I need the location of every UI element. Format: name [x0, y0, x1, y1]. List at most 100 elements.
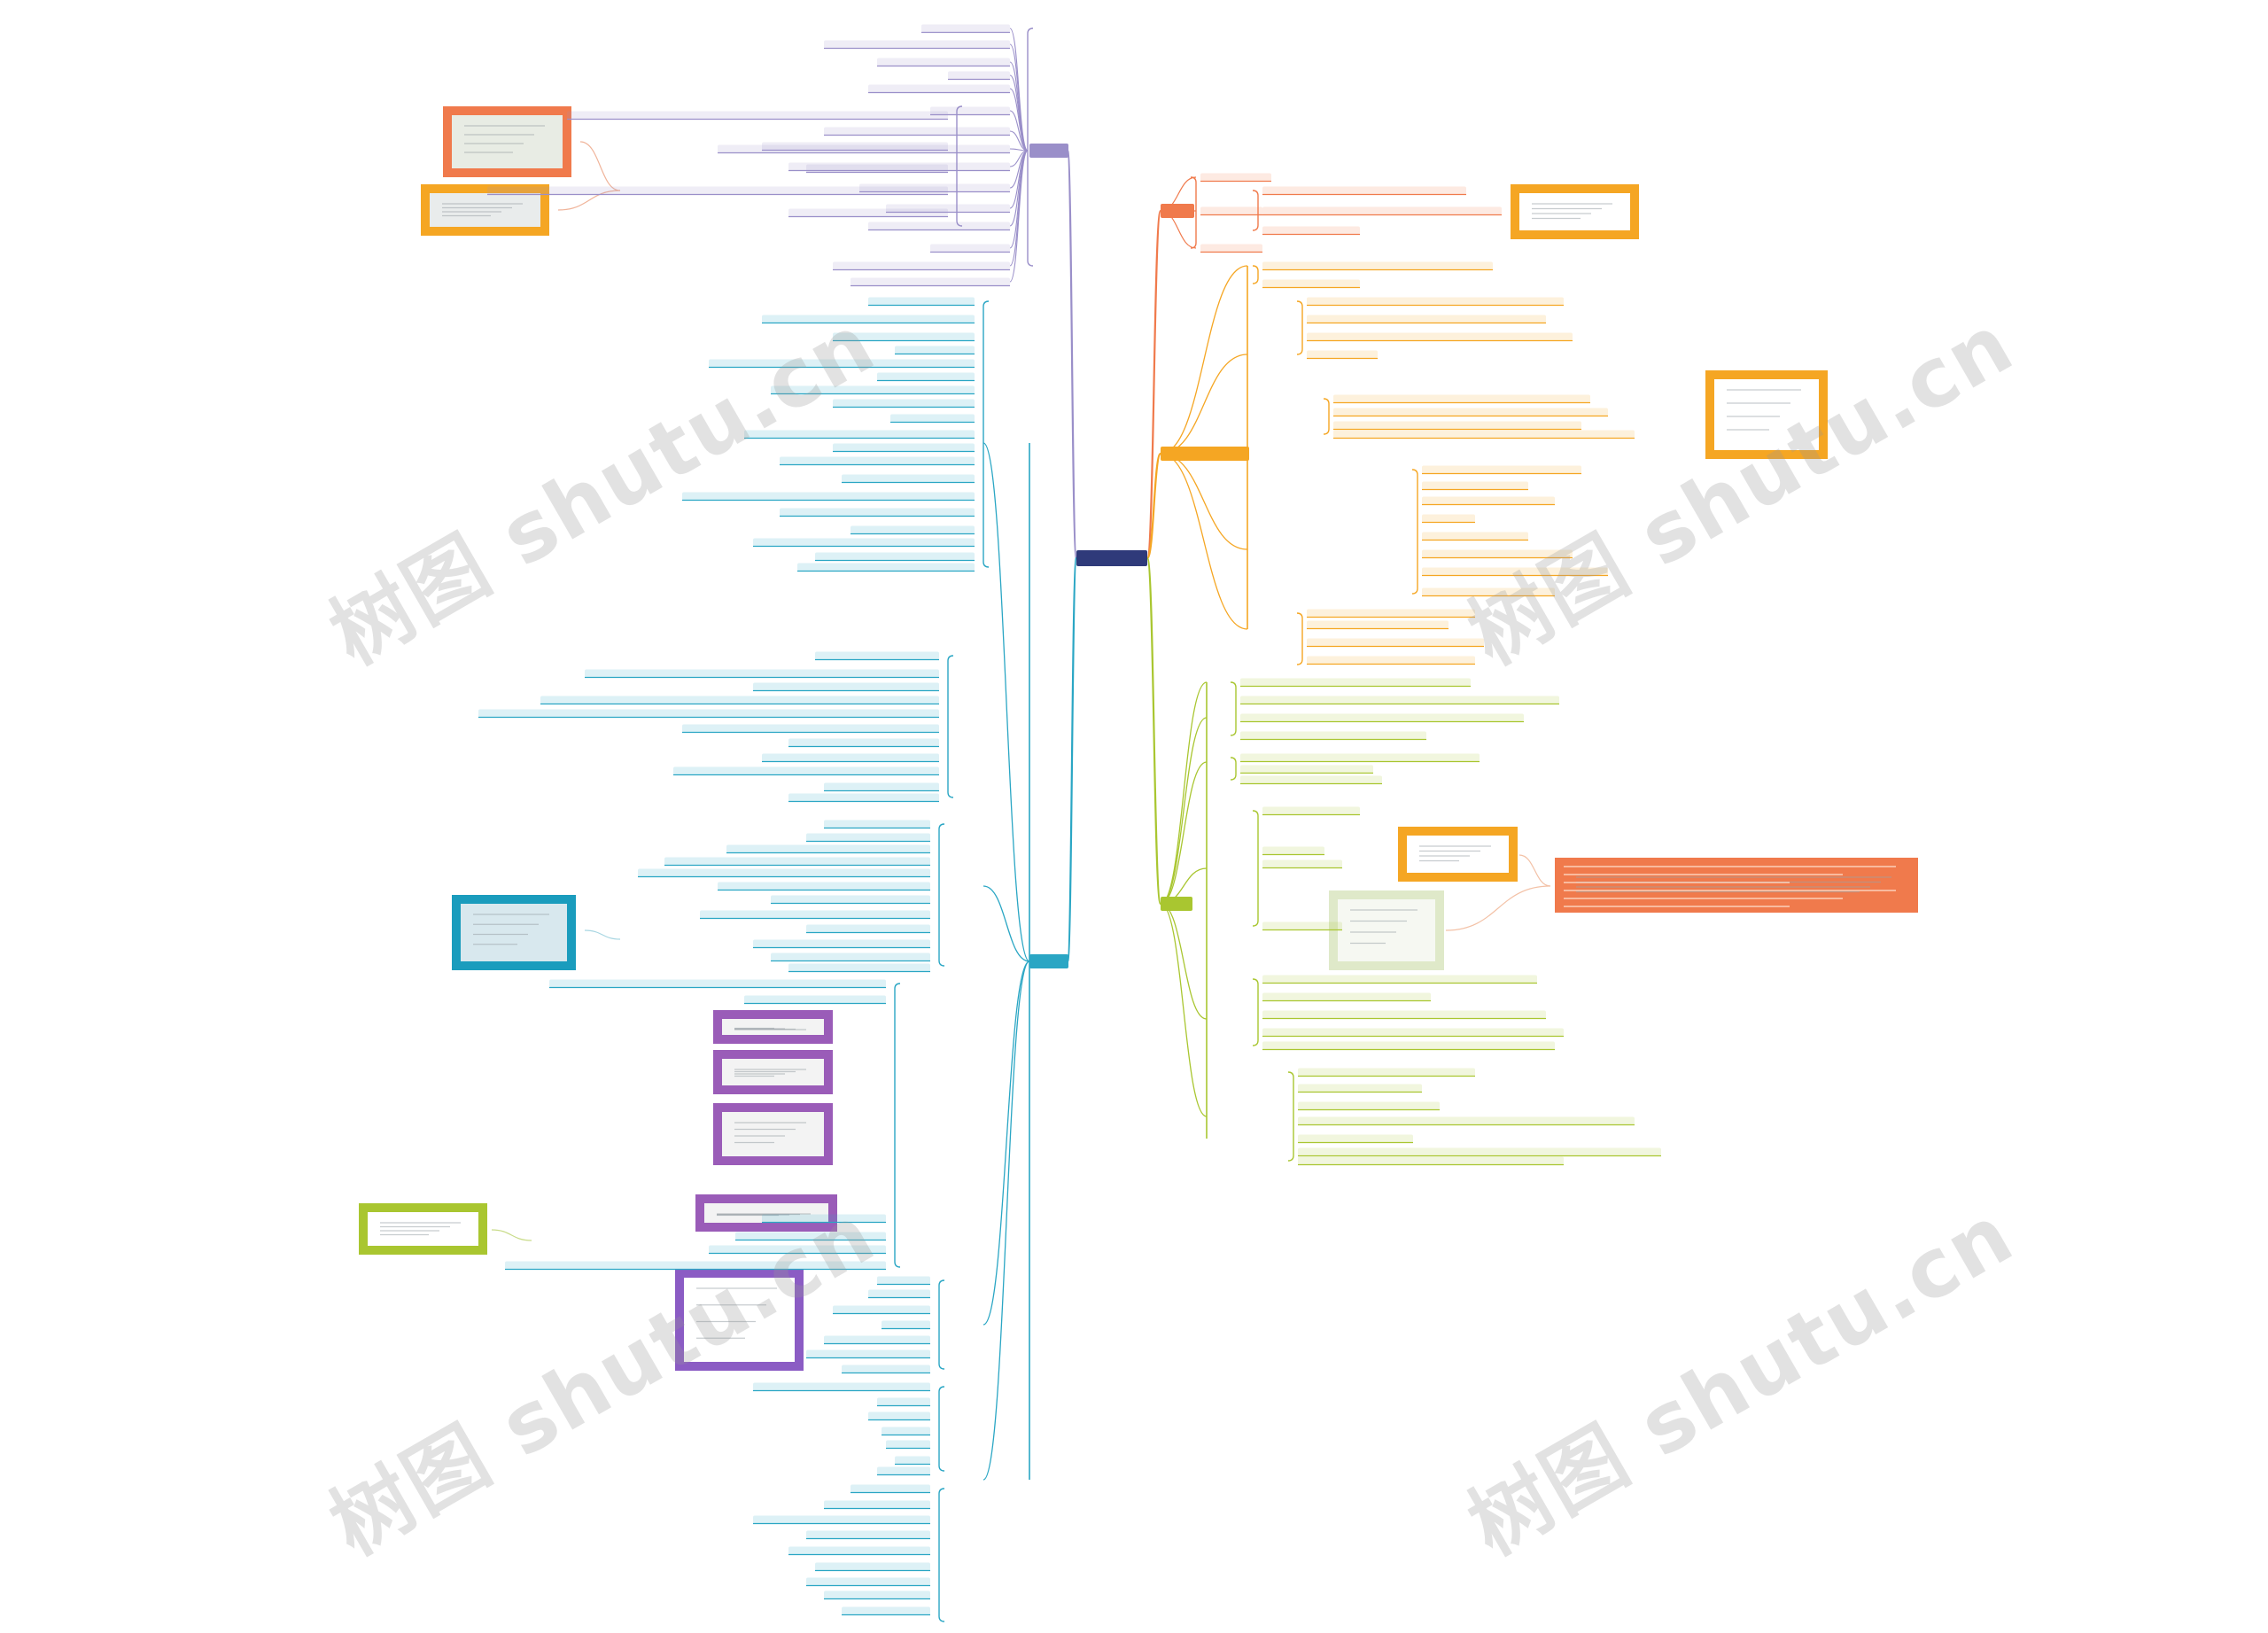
- topic-node: [877, 1467, 930, 1475]
- topic-node: [1298, 1117, 1635, 1125]
- topic-node: [788, 1547, 930, 1555]
- topic-node: [1298, 1135, 1413, 1143]
- topic-node: [1262, 922, 1342, 930]
- topic-node: [1307, 298, 1564, 306]
- topic-node: [868, 222, 1010, 230]
- topic-node: [1333, 408, 1608, 416]
- topic-node: [877, 373, 975, 381]
- topic-node: [868, 298, 975, 306]
- topic-node: [762, 143, 948, 151]
- topic-node: [1262, 993, 1431, 1001]
- topic-node: [1262, 187, 1466, 195]
- topic-node: [771, 896, 930, 904]
- topic-node: [815, 1563, 930, 1571]
- topic-node: [882, 1321, 930, 1329]
- topic-node: [1240, 696, 1559, 704]
- connector-line: [983, 961, 1029, 1480]
- topic-node: [1298, 1148, 1661, 1156]
- topic-node: [824, 820, 930, 828]
- topic-node: [1262, 227, 1360, 235]
- topic-node: [788, 794, 939, 802]
- topic-node: [806, 1531, 930, 1539]
- topic-node: [1422, 550, 1573, 558]
- connector-line: [1161, 904, 1207, 1019]
- topic-node: [549, 980, 886, 988]
- bracket-line: [948, 656, 953, 797]
- topic-node: [806, 1350, 930, 1358]
- topic-node: [1333, 431, 1635, 439]
- topic-node: [1298, 1157, 1564, 1165]
- topic-node: [1262, 807, 1360, 815]
- topic-node: [824, 128, 1010, 136]
- bracket-line: [1324, 399, 1329, 434]
- topic-node: [833, 444, 975, 452]
- topic-node: [1200, 174, 1271, 182]
- connector-line: [1161, 354, 1247, 454]
- topic-node: [1262, 847, 1324, 855]
- topic-node: [753, 1516, 930, 1524]
- picture-circuit-content: [684, 1278, 795, 1362]
- topic-node: [1262, 262, 1493, 270]
- bracket-line: [1253, 266, 1258, 284]
- topic-node: [762, 1215, 886, 1223]
- topic-node: [1422, 588, 1555, 596]
- topic-node: [1422, 568, 1608, 576]
- topic-node: [744, 996, 886, 1004]
- topic-node: [806, 925, 930, 933]
- topic-node: [788, 209, 948, 217]
- connector-line: [1010, 151, 1028, 248]
- topic-node: [1200, 245, 1262, 253]
- topic-node: [585, 670, 939, 678]
- topic-node: [762, 754, 939, 762]
- bracket-line: [895, 984, 900, 1267]
- topic-node: [948, 72, 1010, 80]
- topic-node: [567, 112, 948, 120]
- topic-node: [1262, 207, 1502, 215]
- topic-node: [824, 1591, 930, 1599]
- topic-node: [850, 526, 975, 534]
- picture-diagram-content: [430, 193, 540, 227]
- topic-node: [815, 652, 939, 660]
- topic-node: [478, 710, 939, 718]
- branch-2: [1029, 954, 1068, 968]
- connector-line: [1068, 558, 1076, 961]
- topic-node: [700, 911, 930, 919]
- topic-node: [868, 1290, 930, 1298]
- topic-node: [1240, 776, 1382, 784]
- topic-node: [771, 953, 930, 961]
- topic-node: [673, 767, 939, 775]
- topic-node: [1298, 1085, 1422, 1093]
- picture-strip-3-content: [722, 1112, 824, 1156]
- connector-line: [983, 886, 1029, 961]
- topic-node: [877, 1277, 930, 1285]
- topic-node: [1422, 466, 1581, 474]
- topic-node: [1307, 333, 1573, 341]
- topic-node: [753, 1383, 930, 1391]
- bracket-line: [1288, 1072, 1293, 1161]
- topic-node: [1422, 533, 1528, 540]
- connector-line: [1161, 454, 1247, 549]
- connector-line: [580, 142, 620, 191]
- topic-node: [1307, 610, 1475, 618]
- connector-line: [1161, 904, 1207, 1116]
- topic-node: [762, 315, 975, 323]
- picture-setup-content: [1407, 836, 1509, 873]
- topic-node: [753, 539, 975, 547]
- topic-node: [1307, 621, 1449, 629]
- branch-4: [1161, 447, 1249, 461]
- topic-node: [886, 1441, 930, 1449]
- topic-node: [664, 858, 930, 866]
- connector-line: [1010, 44, 1028, 151]
- topic-node: [1333, 422, 1581, 430]
- topic-node: [1240, 766, 1373, 774]
- topic-node: [930, 245, 1010, 253]
- bracket-line: [1297, 301, 1302, 354]
- topic-node: [877, 58, 1010, 66]
- bracket-line: [1253, 979, 1258, 1046]
- topic-node: [1240, 732, 1426, 740]
- topic-node: [850, 1485, 930, 1493]
- branch-5: [1161, 897, 1192, 911]
- topic-node: [815, 553, 975, 561]
- picture-apparatus-content: [1338, 899, 1435, 961]
